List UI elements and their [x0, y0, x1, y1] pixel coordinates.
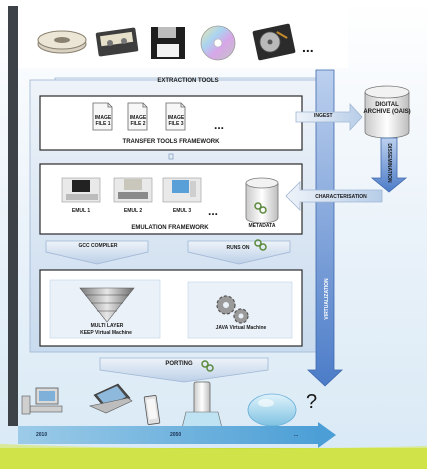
timeline-start-label: 2010	[36, 432, 48, 438]
digital-archive-label: DIGITAL ARCHIVE (OAIS)	[363, 102, 411, 115]
runs-on-arrow	[187, 240, 291, 265]
virtualization-label: VIRTUALIZATION	[324, 278, 330, 320]
cd-icon	[200, 25, 236, 61]
floppy-disk-icon	[151, 27, 185, 59]
gcc-arrow	[45, 240, 149, 265]
emul-3-computer-icon	[162, 177, 202, 203]
image-file-1-label: IMAGE FILE 1	[94, 115, 112, 127]
image-file-3-label: IMAGE FILE 3	[167, 115, 185, 127]
unknown-device-label: ?	[306, 391, 318, 413]
emulation-framework-label: EMULATION FRAMEWORK	[131, 225, 209, 231]
runs-on-label: RUNS ON	[226, 245, 250, 251]
laptop-icon	[89, 383, 133, 414]
multi-layer-label: MULTI LAYER	[90, 323, 124, 329]
hard-disk-icon	[252, 23, 296, 61]
metadata-label: METADATA	[248, 223, 276, 229]
green-wave	[0, 444, 427, 469]
cassette-icon	[95, 27, 139, 57]
porting-chain-icon	[201, 360, 214, 372]
gcc-compiler-label: GCC COMPILER	[78, 243, 118, 249]
timeline-mid-label: 2050	[170, 432, 182, 438]
desktop-computer-icon	[21, 387, 63, 415]
characterisation-label: CHARACTERISATION	[315, 194, 367, 200]
porting-arrow	[99, 357, 269, 383]
image-file-icons	[92, 102, 186, 131]
characterisation-arrow	[285, 181, 383, 211]
image-files-ellipsis: ...	[214, 118, 225, 132]
chain-link-icon	[254, 202, 267, 251]
tablet-icon	[143, 395, 161, 425]
emul-1-computer-icon	[61, 177, 101, 203]
metadata-cylinder-icon	[245, 177, 279, 224]
transfer-framework-label: TRANSFER TOOLS FRAMEWORK	[122, 139, 220, 145]
timeline-end-label: ...	[294, 432, 299, 438]
digital-archive-cylinder-icon	[364, 85, 410, 139]
dissemination-label: DISSEMINATION	[386, 143, 392, 183]
ingest-arrow	[295, 102, 363, 132]
left-bar	[8, 6, 18, 426]
future-device-icon	[181, 381, 223, 429]
emulators-ellipsis: ...	[208, 204, 219, 218]
java-vm-label: JAVA Virtual Machine	[215, 325, 267, 331]
keep-vm-label: KEEP Virtual Machine	[80, 330, 132, 336]
image-file-2-label: IMAGE FILE 2	[129, 115, 147, 127]
emul-1-label: EMUL 1	[71, 208, 91, 214]
emul-2-label: EMUL 2	[123, 208, 143, 214]
timeline-arrowhead	[318, 422, 336, 448]
ingest-label: INGEST	[314, 113, 333, 119]
future-sphere-icon	[247, 393, 297, 427]
emul-2-computer-icon	[113, 177, 153, 203]
tape-reel-icon	[37, 30, 87, 54]
multi-layer-pyramid-icon	[79, 287, 135, 323]
dissemination-arrow	[370, 137, 408, 193]
connector-icon	[168, 153, 174, 160]
porting-label: PORTING	[165, 361, 193, 367]
media-ellipsis: ...	[302, 39, 314, 55]
extraction-tools-label: EXTRACTION TOOLS	[157, 78, 219, 84]
emul-3-label: EMUL 3	[172, 208, 192, 214]
timeline-bar	[18, 426, 318, 444]
gears-icon	[216, 295, 249, 324]
